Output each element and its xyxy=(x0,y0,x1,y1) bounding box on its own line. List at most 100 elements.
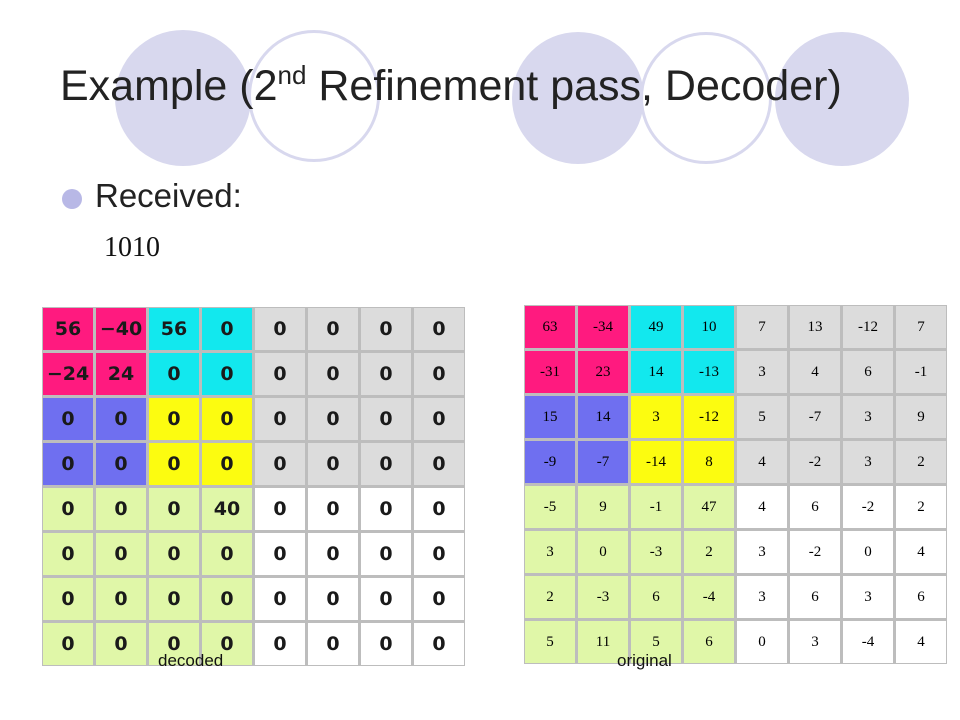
original-cell: 9 xyxy=(578,486,628,528)
original-cell: 3 xyxy=(843,441,893,483)
original-cell: 4 xyxy=(737,441,787,483)
original-cell: -4 xyxy=(843,621,893,663)
decoded-cell: 0 xyxy=(202,398,252,440)
title-superscript: nd xyxy=(277,60,307,90)
decoded-cell: 0 xyxy=(43,488,93,530)
original-cell: -7 xyxy=(790,396,840,438)
title-suffix: Refinement pass, Decoder) xyxy=(306,62,842,110)
decoded-cell: 0 xyxy=(308,398,358,440)
original-cell: -31 xyxy=(525,351,575,393)
original-cell: 4 xyxy=(790,351,840,393)
original-cell: 8 xyxy=(684,441,734,483)
decoded-cell: 0 xyxy=(308,623,358,665)
original-cell: -12 xyxy=(843,306,893,348)
original-cell: 0 xyxy=(843,531,893,573)
decoded-cell: 0 xyxy=(43,578,93,620)
original-cell: -4 xyxy=(684,576,734,618)
original-cell: 23 xyxy=(578,351,628,393)
original-cell: 3 xyxy=(790,621,840,663)
bullet-icon xyxy=(62,189,82,209)
original-cell: 6 xyxy=(631,576,681,618)
decoded-cell: 0 xyxy=(255,443,305,485)
decoded-cell: 0 xyxy=(308,308,358,350)
original-cell: -12 xyxy=(684,396,734,438)
decoded-cell: 40 xyxy=(202,488,252,530)
original-cell: 10 xyxy=(684,306,734,348)
decoration-circle xyxy=(640,32,772,164)
original-cell: -3 xyxy=(578,576,628,618)
decoded-cell: 0 xyxy=(361,308,411,350)
original-cell: 3 xyxy=(737,351,787,393)
original-cell: -13 xyxy=(684,351,734,393)
original-cell: 9 xyxy=(896,396,946,438)
decoded-cell: 0 xyxy=(202,353,252,395)
original-cell: 3 xyxy=(737,531,787,573)
original-cell: 2 xyxy=(896,441,946,483)
decoded-cell: 0 xyxy=(255,353,305,395)
original-cell: 3 xyxy=(843,576,893,618)
original-cell: 2 xyxy=(896,486,946,528)
decoded-cell: 0 xyxy=(43,443,93,485)
decoded-cell: 0 xyxy=(414,578,464,620)
received-bits: 1010 xyxy=(104,232,160,263)
decoded-cell: 0 xyxy=(96,578,146,620)
decoded-cell: 0 xyxy=(43,398,93,440)
decoration-circle xyxy=(248,30,380,162)
decoded-cell: 0 xyxy=(255,578,305,620)
original-cell: 3 xyxy=(525,531,575,573)
original-cell: -1 xyxy=(631,486,681,528)
decoded-cell: 0 xyxy=(414,488,464,530)
original-cell: 15 xyxy=(525,396,575,438)
original-cell: 4 xyxy=(896,621,946,663)
decoded-cell: 24 xyxy=(96,353,146,395)
decoded-cell: 0 xyxy=(202,308,252,350)
bullet-received: Received: xyxy=(95,177,242,214)
original-cell: 7 xyxy=(896,306,946,348)
decoded-cell: 0 xyxy=(308,353,358,395)
original-cell: 5 xyxy=(525,621,575,663)
original-cell: 14 xyxy=(631,351,681,393)
decoded-cell: 0 xyxy=(414,533,464,575)
decoded-cell: 0 xyxy=(361,443,411,485)
original-cell: 63 xyxy=(525,306,575,348)
decoded-cell: 0 xyxy=(96,533,146,575)
decoded-cell: 0 xyxy=(43,533,93,575)
original-cell: -14 xyxy=(631,441,681,483)
decoded-cell: 0 xyxy=(202,578,252,620)
title-prefix: Example (2 xyxy=(60,62,278,110)
decoded-cell: 0 xyxy=(255,623,305,665)
decoded-cell: 0 xyxy=(149,353,199,395)
original-cell: 47 xyxy=(684,486,734,528)
original-cell: 6 xyxy=(843,351,893,393)
decoded-cell: 0 xyxy=(149,488,199,530)
decoded-caption: decoded xyxy=(158,651,224,670)
decoded-cell: −24 xyxy=(43,353,93,395)
original-cell: 14 xyxy=(578,396,628,438)
decoded-cell: 0 xyxy=(96,443,146,485)
decoded-cell: 56 xyxy=(43,308,93,350)
decoded-cell: 0 xyxy=(202,623,252,665)
slide-title: Example (2nd Refinement pass, Decoder) xyxy=(60,62,842,111)
original-cell: -9 xyxy=(525,441,575,483)
original-cell: 3 xyxy=(737,576,787,618)
original-cell: 5 xyxy=(631,621,681,663)
decoded-cell: 0 xyxy=(149,533,199,575)
original-cell: -3 xyxy=(631,531,681,573)
original-cell: 6 xyxy=(790,486,840,528)
original-cell: -5 xyxy=(525,486,575,528)
decoded-cell: 0 xyxy=(361,623,411,665)
original-cell: 49 xyxy=(631,306,681,348)
decoded-cell: 0 xyxy=(149,443,199,485)
decoded-cell: 0 xyxy=(414,443,464,485)
original-cell: 0 xyxy=(737,621,787,663)
decoded-cell: 0 xyxy=(414,308,464,350)
decoded-cell: 0 xyxy=(308,533,358,575)
decoded-cell: 0 xyxy=(308,443,358,485)
decoded-cell: 0 xyxy=(361,488,411,530)
original-cell: 5 xyxy=(737,396,787,438)
decoration-circle xyxy=(775,32,909,166)
original-cell: 6 xyxy=(896,576,946,618)
original-cell: 0 xyxy=(578,531,628,573)
decoded-cell: 0 xyxy=(414,353,464,395)
